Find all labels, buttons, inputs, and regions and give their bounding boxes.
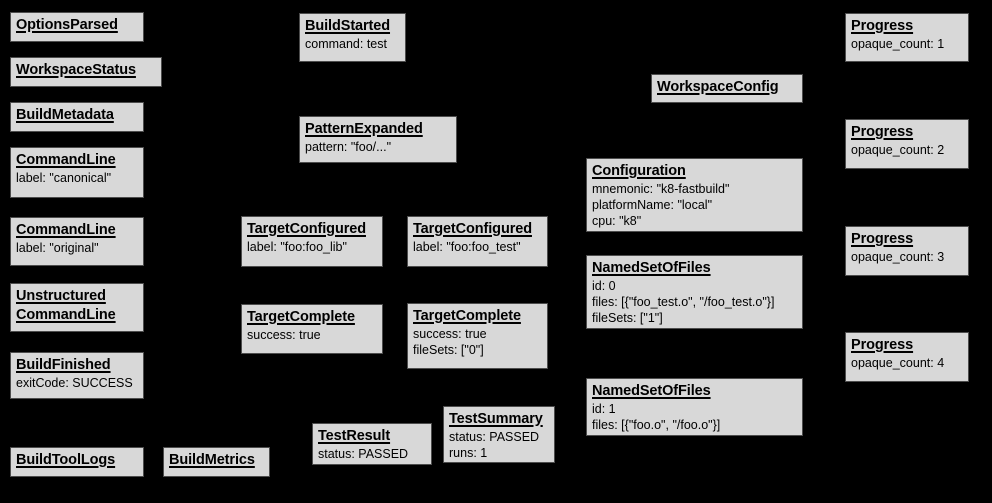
node-attr: files: [{"foo_test.o", "/foo_test.o"}] bbox=[592, 295, 775, 309]
node-attr: fileSets: ["0"] bbox=[413, 343, 484, 357]
node-title: OptionsParsed bbox=[16, 17, 118, 33]
node-title: Unstructured bbox=[16, 288, 106, 304]
event-node-pattern-expanded: PatternExpanded pattern: "foo/..." bbox=[299, 116, 457, 163]
node-attr: mnemonic: "k8-fastbuild" bbox=[592, 182, 730, 196]
event-node-target-complete-foo-test: TargetComplete success: true fileSets: ["0… bbox=[407, 303, 548, 369]
node-attr: label: "canonical" bbox=[16, 171, 112, 185]
event-node-test-summary: TestSummary status: PASSED runs: 1 bbox=[443, 406, 555, 463]
event-node-named-set-of-files-1: NamedSetOfFiles id: 1 files: [{"foo.o", "/… bbox=[586, 378, 803, 436]
node-attr: label: "foo:foo_test" bbox=[413, 240, 521, 254]
event-node-progress-4: Progress opaque_count: 4 bbox=[845, 332, 969, 382]
node-title: BuildToolLogs bbox=[16, 452, 116, 468]
node-attr: pattern: "foo/..." bbox=[305, 140, 392, 154]
node-attr: runs: 1 bbox=[449, 446, 488, 460]
node-attr: opaque_count: 4 bbox=[851, 356, 945, 370]
node-title: TargetConfigured bbox=[413, 221, 532, 237]
node-title: CommandLine bbox=[16, 307, 116, 323]
node-attr: status: PASSED bbox=[449, 430, 540, 444]
node-attr: opaque_count: 2 bbox=[851, 143, 945, 157]
node-attr: exitCode: SUCCESS bbox=[16, 376, 133, 390]
event-node-target-complete-foo-lib: TargetComplete success: true bbox=[241, 304, 383, 354]
node-title: Configuration bbox=[592, 163, 686, 179]
node-title: NamedSetOfFiles bbox=[592, 383, 711, 399]
node-title: Progress bbox=[851, 18, 914, 34]
node-title: TestSummary bbox=[449, 411, 543, 427]
event-node-build-tool-logs: BuildToolLogs bbox=[10, 447, 144, 477]
node-title: TestResult bbox=[318, 428, 391, 444]
node-title: Progress bbox=[851, 337, 914, 353]
event-node-named-set-of-files-0: NamedSetOfFiles id: 0 files: [{"foo_test.o… bbox=[586, 255, 803, 329]
node-attr: cpu: "k8" bbox=[592, 214, 642, 228]
event-node-command-line-canonical: CommandLine label: "canonical" bbox=[10, 147, 144, 198]
node-attr: label: "foo:foo_lib" bbox=[247, 240, 347, 254]
node-title: TargetComplete bbox=[413, 308, 521, 324]
node-attr: fileSets: ["1"] bbox=[592, 311, 663, 325]
event-node-progress-2: Progress opaque_count: 2 bbox=[845, 119, 969, 169]
node-title: TargetComplete bbox=[247, 309, 355, 325]
node-attr: id: 0 bbox=[592, 279, 616, 293]
node-attr: success: true bbox=[247, 328, 321, 342]
event-node-test-result: TestResult status: PASSED bbox=[312, 423, 432, 465]
node-title: BuildStarted bbox=[305, 18, 391, 34]
node-attr: label: "original" bbox=[16, 241, 99, 255]
node-title: TargetConfigured bbox=[247, 221, 366, 237]
node-attr: id: 1 bbox=[592, 402, 616, 416]
event-node-command-line-original: CommandLine label: "original" bbox=[10, 217, 144, 266]
node-title: NamedSetOfFiles bbox=[592, 260, 711, 276]
node-title: BuildMetadata bbox=[16, 107, 114, 123]
node-title: PatternExpanded bbox=[305, 121, 423, 137]
node-title: Progress bbox=[851, 231, 914, 247]
node-attr: success: true bbox=[413, 327, 487, 341]
event-node-target-configured-foo-lib: TargetConfigured label: "foo:foo_lib" bbox=[241, 216, 383, 267]
event-node-configuration: Configuration mnemonic: "k8-fastbuild" pla… bbox=[586, 158, 803, 232]
node-title: BuildMetrics bbox=[169, 452, 255, 468]
node-attr: command: test bbox=[305, 37, 387, 51]
event-node-build-started: BuildStarted command: test bbox=[299, 13, 406, 62]
node-title: WorkspaceConfig bbox=[657, 79, 779, 95]
event-node-workspace-status: WorkspaceStatus bbox=[10, 57, 162, 87]
node-title: BuildFinished bbox=[16, 357, 111, 373]
node-title: CommandLine bbox=[16, 222, 116, 238]
node-attr: platformName: "local" bbox=[592, 198, 713, 212]
node-attr: files: [{"foo.o", "/foo.o"}] bbox=[592, 418, 721, 432]
event-node-build-metadata: BuildMetadata bbox=[10, 102, 144, 132]
node-attr: opaque_count: 1 bbox=[851, 37, 945, 51]
event-node-workspace-config: WorkspaceConfig bbox=[651, 74, 803, 103]
event-node-build-metrics: BuildMetrics bbox=[163, 447, 270, 477]
node-attr: opaque_count: 3 bbox=[851, 250, 945, 264]
node-attr: status: PASSED bbox=[318, 447, 409, 461]
event-node-build-finished: BuildFinished exitCode: SUCCESS bbox=[10, 352, 144, 399]
node-title: Progress bbox=[851, 124, 914, 140]
node-title: WorkspaceStatus bbox=[16, 62, 136, 78]
event-node-target-configured-foo-test: TargetConfigured label: "foo:foo_test" bbox=[407, 216, 548, 267]
event-node-options-parsed: OptionsParsed bbox=[10, 12, 144, 42]
node-title: CommandLine bbox=[16, 152, 116, 168]
event-node-progress-1: Progress opaque_count: 1 bbox=[845, 13, 969, 62]
event-node-progress-3: Progress opaque_count: 3 bbox=[845, 226, 969, 276]
